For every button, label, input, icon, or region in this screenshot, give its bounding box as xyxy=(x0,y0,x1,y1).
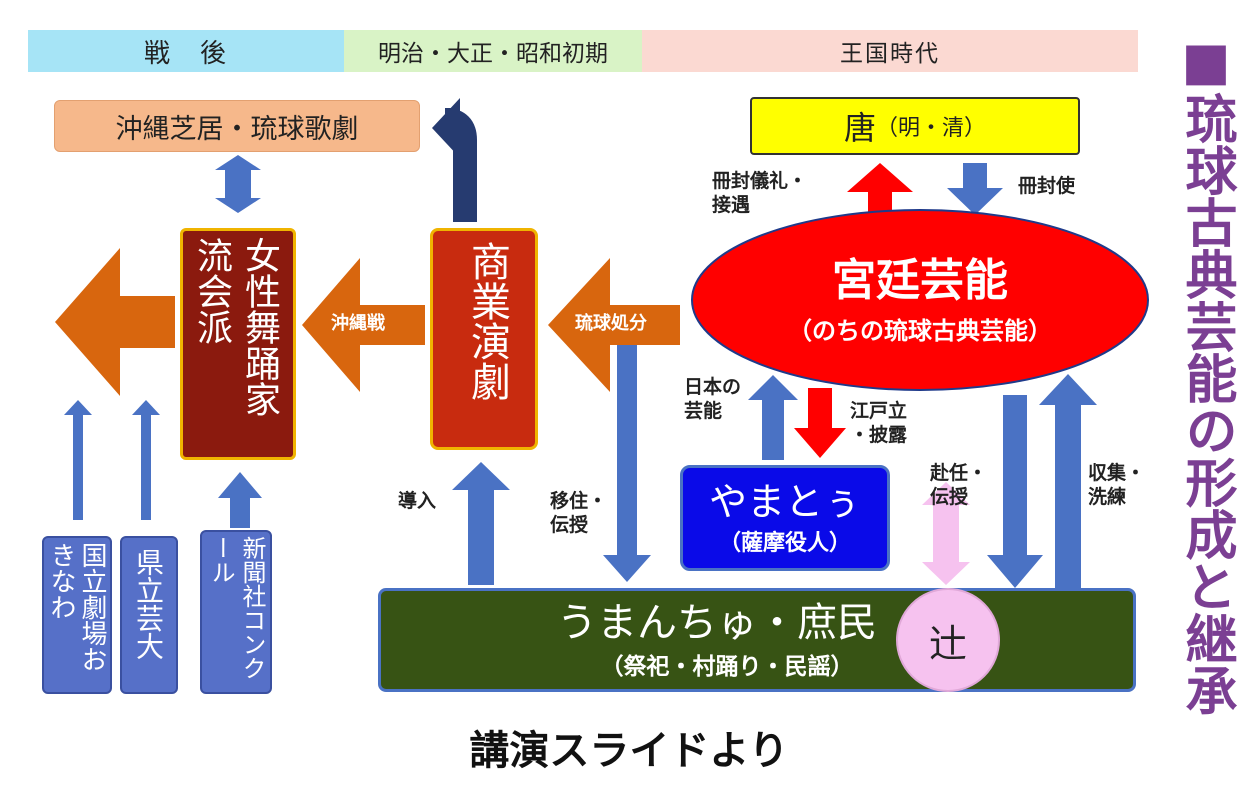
red-arrow-down-edo xyxy=(794,388,846,458)
blue-arrow-down-tou xyxy=(947,163,1003,215)
blue-arrow-up-dounyu xyxy=(452,462,510,585)
label-funin: 赴任・ 伝授 xyxy=(930,462,988,508)
label-nihon-geinou: 日本の 芸能 xyxy=(684,376,742,422)
umanchu-box: うまんちゅ・庶民 （祭祀・村踊り・民謡） xyxy=(378,588,1136,692)
red-arrow-up-tou xyxy=(847,163,913,215)
ryuha-label: 流会派 xyxy=(191,237,232,345)
blue-arrow-down-big xyxy=(987,395,1043,588)
kokuritsu-box: 国立劇場おきなわ xyxy=(42,536,112,694)
label-dounyu: 導入 xyxy=(398,490,437,512)
tsuji-circle: 辻 xyxy=(896,588,1000,692)
orange-arrow-left-1 xyxy=(548,258,680,392)
josei-label: 女性舞踊家 xyxy=(239,237,280,417)
ryuha-josei-box: 女性舞踊家 流会派 xyxy=(180,228,296,460)
yamatou-sub-label: （薩摩役人） xyxy=(718,531,851,556)
kyutei-ellipse xyxy=(691,209,1149,391)
orange-arrow-left-2 xyxy=(302,258,425,392)
caption: 講演スライドより xyxy=(469,728,789,774)
orange-arrow-left-3 xyxy=(55,248,175,396)
label-shushu: 収集・ 洗練 xyxy=(1088,462,1146,508)
kenritsu-box: 県立芸大 xyxy=(120,536,178,694)
tou-label: 唐 xyxy=(843,109,876,147)
pink-double-arrow xyxy=(922,482,970,585)
label-iju: 移住・ 伝授 xyxy=(550,490,608,536)
label-sakuhou-gire: 冊封儀礼・ 接遇 xyxy=(712,170,808,216)
side-title: ■琉球古典芸能の形成と継承 xyxy=(1176,32,1236,716)
kokuritsu-label: 国立劇場おきなわ xyxy=(46,542,107,672)
blue-arrow-up-left-1 xyxy=(64,400,92,520)
shinbun-label: 新聞社コンクール xyxy=(207,536,266,680)
tsuji-label: 辻 xyxy=(928,621,967,666)
kyutei-text: 宮廷芸能 （のちの琉球古典芸能） xyxy=(700,255,1140,346)
yamatou-box: やまとぅ （薩摩役人） xyxy=(680,465,890,571)
tou-box: 唐 （明・清） xyxy=(750,97,1080,155)
band-meiji: 明治・大正・昭和初期 xyxy=(344,30,642,72)
blue-double-arrow-shibai xyxy=(215,155,261,213)
blue-arrow-up-left-2 xyxy=(132,400,160,520)
label-edo-nobori: 江戸立 ・披露 xyxy=(850,400,908,446)
blue-arrow-up-ryuha xyxy=(218,472,262,528)
kyutei-sub-label: （のちの琉球古典芸能） xyxy=(788,317,1052,345)
shinbun-box: 新聞社コンクール xyxy=(200,530,272,694)
band-kingdom: 王国時代 xyxy=(642,30,1138,72)
label-okinawa-sen: 沖縄戦 xyxy=(331,313,385,334)
yamatou-label: やまとぅ xyxy=(708,480,861,524)
blue-arrow-up-shushu xyxy=(1039,374,1097,588)
label-sakuhoushi: 冊封使 xyxy=(1018,175,1076,197)
label-ryukyu-shobun: 琉球処分 xyxy=(575,313,647,334)
kenritsu-label: 県立芸大 xyxy=(132,548,165,660)
band-postwar: 戦 後 xyxy=(28,30,344,72)
kyutei-label: 宮廷芸能 xyxy=(832,255,1008,306)
shogyo-label: 商業演劇 xyxy=(464,241,510,401)
blue-arrow-up-nihon xyxy=(748,375,798,460)
tou-sub-label: （明・清） xyxy=(876,116,987,141)
blue-arrow-down-iju xyxy=(603,345,651,582)
shogyo-box: 商業演劇 xyxy=(430,228,538,450)
umanchu-sub-label: （祭祀・村踊り・民謡） xyxy=(600,654,854,680)
okinawa-shibai-box: 沖縄芝居・琉球歌劇 xyxy=(54,100,420,152)
okinawa-shibai-label: 沖縄芝居・琉球歌劇 xyxy=(115,113,359,145)
umanchu-label: うまんちゅ・庶民 xyxy=(557,600,877,646)
